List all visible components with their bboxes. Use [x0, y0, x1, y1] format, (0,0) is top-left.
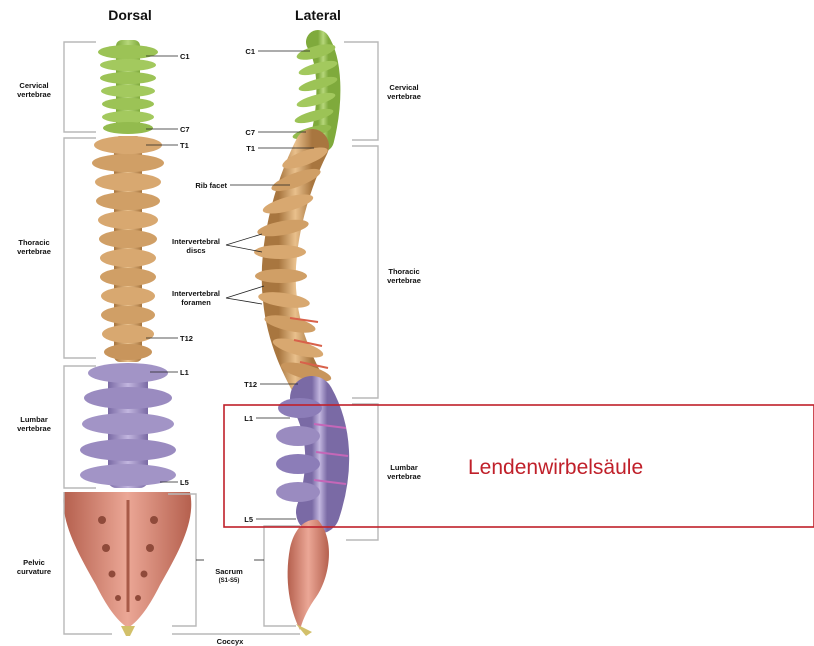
callout-label: Lendenwirbelsäule: [468, 456, 643, 479]
dorsal-level-t1: T1: [180, 141, 189, 150]
dorsal-level-c1: C1: [180, 52, 190, 61]
lateral-spine-illustration: [254, 41, 348, 636]
dorsal-level-t12: T12: [180, 334, 193, 343]
dorsal-sacrum: [63, 492, 191, 636]
lateral-level-l1: L1: [244, 414, 253, 423]
lateral-level-t12: T12: [244, 380, 257, 389]
lateral-sacrum: [288, 520, 329, 636]
dorsal-lumbar-segment: [80, 363, 176, 488]
coccyx-label: Coccyx: [217, 637, 245, 646]
lateral-level-c1: C1: [245, 47, 255, 56]
lateral-view-title: Lateral: [295, 7, 341, 23]
dorsal-cervical-segment: [98, 40, 158, 134]
lateral-lumbar-segment: [276, 398, 348, 512]
dorsal-thoracic-segment: [92, 136, 164, 362]
dorsal-level-l5: L5: [180, 478, 189, 487]
lateral-region-brackets: [344, 42, 378, 540]
lateral-level-c7: C7: [245, 128, 255, 137]
dorsal-level-c7: C7: [180, 125, 190, 134]
lateral-level-l5: L5: [244, 515, 253, 524]
lateral-thoracic-segment: [254, 143, 333, 392]
lateral-rib-facet-label: Rib facet: [195, 181, 227, 190]
lateral-level-t1: T1: [246, 144, 255, 153]
lateral-cervical-segment: [291, 41, 338, 142]
dorsal-view-title: Dorsal: [108, 7, 152, 23]
sacrum-label: Sacrum(S1-S5): [215, 567, 243, 584]
dorsal-level-l1: L1: [180, 368, 189, 377]
